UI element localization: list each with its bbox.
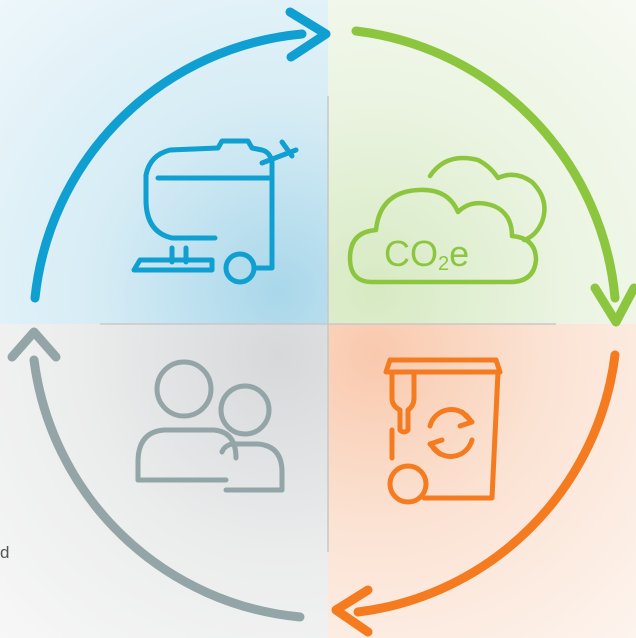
recycling-bin-icon [383, 357, 503, 505]
arrow-blue [30, 7, 331, 303]
arrow-green [351, 26, 636, 327]
floor-scrubber-icon [131, 138, 299, 285]
quadrant-waste [328, 324, 636, 638]
co2e-cloud-icon [347, 155, 547, 285]
co2e-label: CO2e [384, 233, 469, 275]
people-icon [135, 359, 285, 493]
edge-text-fragment: d [0, 543, 10, 562]
arrow-orange [331, 350, 620, 637]
arrow-gray [7, 327, 305, 622]
